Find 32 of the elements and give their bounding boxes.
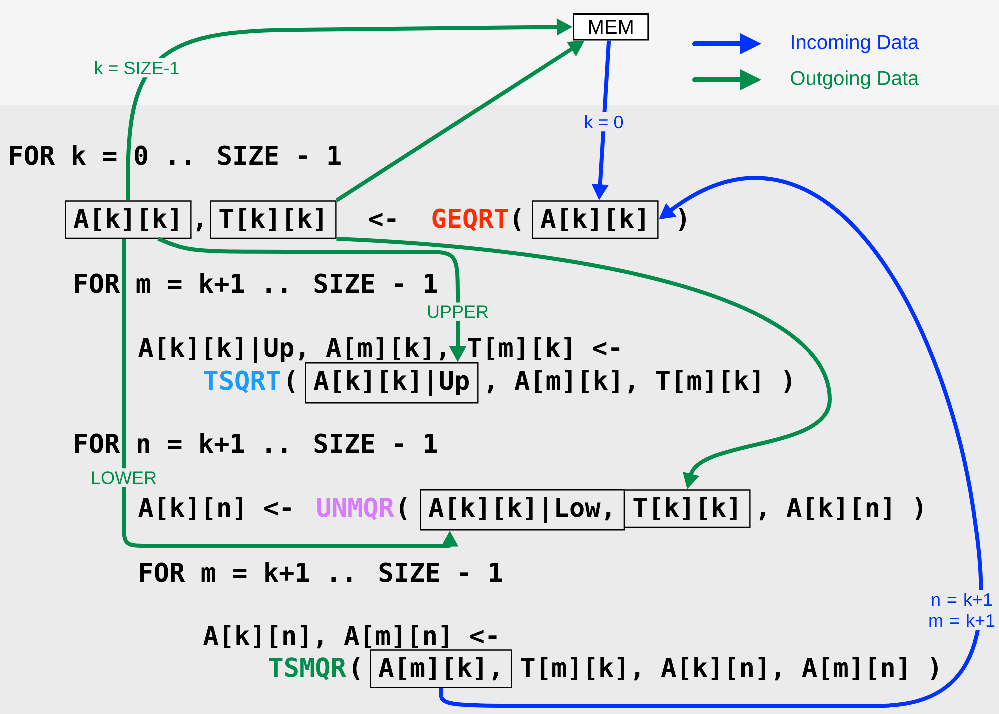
- code-text: , A[m][k], T[m][k] ): [488, 370, 792, 394]
- code-text: ,: [196, 223, 202, 232]
- code-line: FOR n = k+1 .. SIZE - 1: [76, 433, 438, 454]
- variable-box: T[k][k]: [624, 490, 751, 528]
- edge-label: k = 0: [581, 112, 627, 132]
- variable-box: A[k][k]|Low,: [420, 490, 626, 531]
- code-text: (: [514, 208, 521, 232]
- code-text: (: [400, 497, 407, 520]
- code-text: ): [679, 208, 686, 232]
- code-line: A[k][n] <-: [138, 497, 291, 520]
- code-line: FOR m = k+1 .. SIZE - 1: [76, 273, 438, 294]
- code-text: T[m][k], A[k][n], A[m][n] ): [521, 657, 938, 681]
- variable-box: A[k][k]|Up: [305, 362, 479, 404]
- code-line: FOR k = 0 .. SIZE - 1: [10, 145, 341, 166]
- variable-box: A[k][k]: [65, 200, 192, 240]
- variable-box: T[k][k]: [210, 200, 337, 240]
- function-name: TSQRT: [204, 370, 280, 394]
- function-name: GEQRT: [432, 208, 508, 232]
- edge-label: n = k+1 m = k+1: [925, 590, 999, 630]
- edge-label: UPPER: [424, 302, 492, 322]
- variable-box: A[k][k]: [532, 200, 659, 240]
- code-line: FOR m = k+1 .. SIZE - 1: [140, 562, 502, 582]
- memory-box: MEM: [573, 13, 650, 41]
- edge-label: LOWER: [88, 468, 160, 488]
- edge-label: k = SIZE-1: [91, 58, 183, 78]
- function-name: UNMQR: [318, 498, 394, 521]
- function-name: TSMQR: [269, 658, 346, 681]
- legend-label: Incoming Data: [792, 34, 920, 54]
- code-line: A[k][k]|Up, A[m][k], T[m][k] <-: [138, 337, 620, 364]
- legend-label: Outgoing Data: [791, 70, 920, 90]
- variable-box: A[m][k],: [370, 650, 512, 688]
- code-text: <-: [369, 213, 396, 227]
